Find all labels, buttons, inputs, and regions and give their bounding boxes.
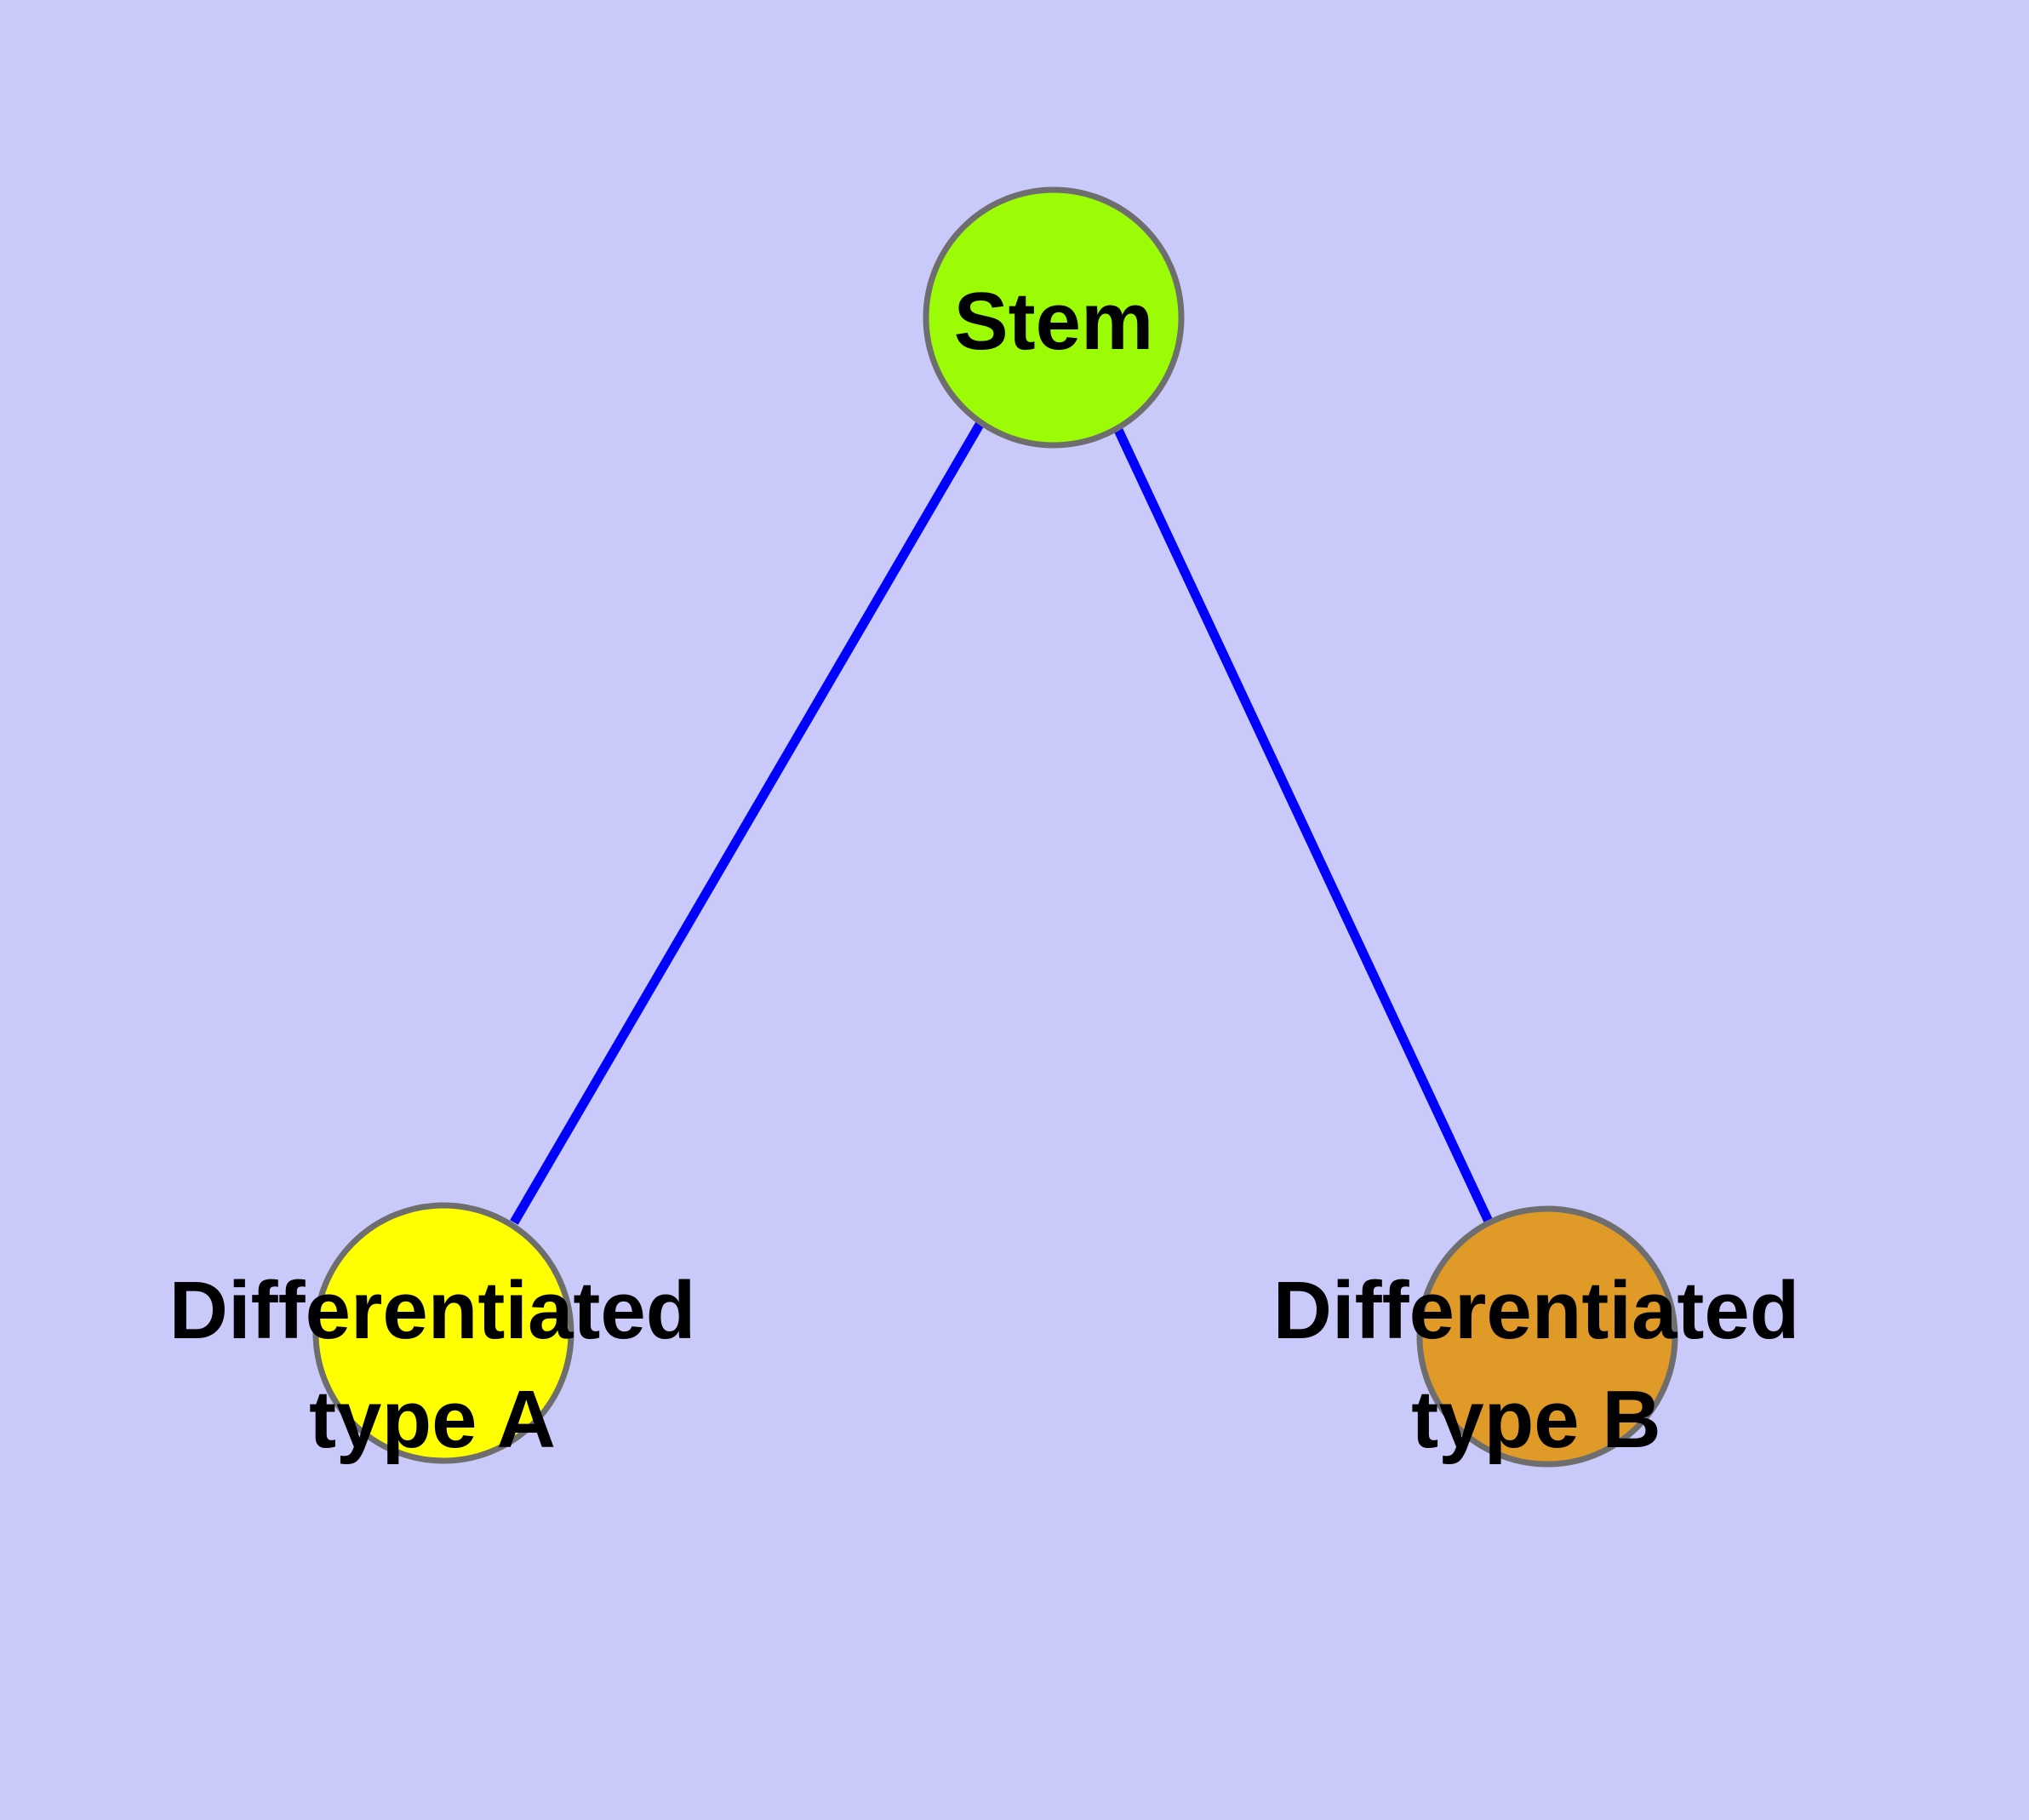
node-differentiated-type-a[interactable] <box>312 1202 574 1464</box>
edge-stem-to-differentiated-type-b[interactable] <box>1113 426 1495 1228</box>
node-differentiated-type-b[interactable] <box>1416 1205 1678 1468</box>
node-label-stem: Stem <box>954 276 1154 367</box>
edge-stem-to-differentiated-type-a[interactable] <box>510 421 985 1225</box>
edges-layer <box>510 421 1495 1228</box>
nodes-layer <box>312 186 1678 1468</box>
node-stem[interactable] <box>923 186 1185 449</box>
